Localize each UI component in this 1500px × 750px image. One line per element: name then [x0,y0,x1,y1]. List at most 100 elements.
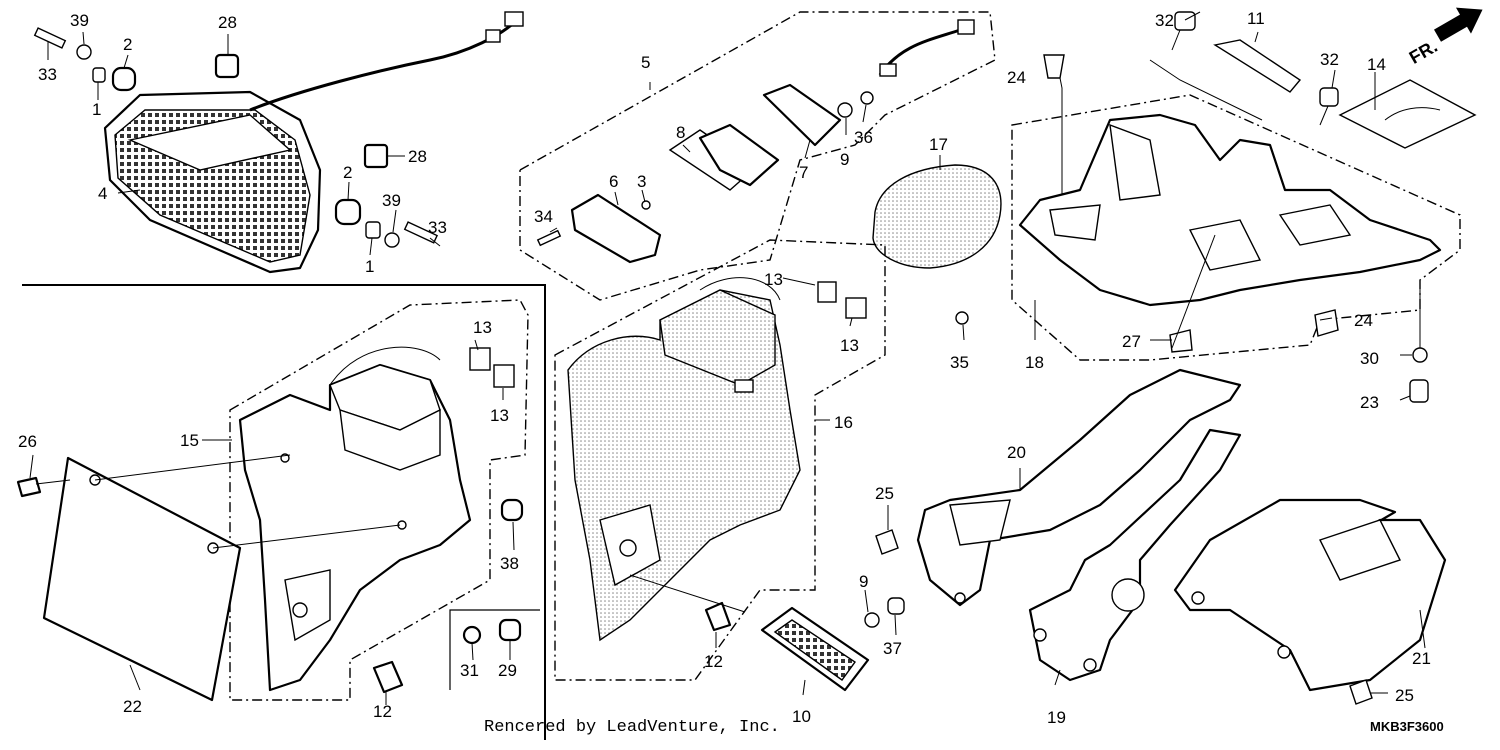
callout-3: 3 [637,172,646,191]
rear-fender-a [238,346,472,692]
callout-25-a: 25 [875,484,894,503]
front-label: FR. [1406,36,1441,68]
callout-10: 10 [792,707,811,726]
collar-12b [704,601,732,632]
callout-24-a: 24 [1007,68,1026,87]
taillight-hardware [33,27,439,248]
callout-38: 38 [500,554,519,573]
callout-2-a: 2 [123,35,132,54]
callout-19: 19 [1047,708,1066,727]
grommet-24b [1314,309,1339,337]
callout-24-b: 24 [1354,311,1373,330]
callout-32-a: 32 [1155,11,1174,30]
callout-15: 15 [180,431,199,450]
panel-border [22,284,546,740]
callout-9-b: 9 [859,572,868,591]
callout-1-b: 1 [365,257,374,276]
grommet-24a [1043,54,1065,79]
bolt-32b [1319,87,1339,107]
callout-34: 34 [534,207,553,226]
callout-36: 36 [854,128,873,147]
callout-22: 22 [123,697,142,716]
callout-27: 27 [1122,332,1141,351]
callout-6: 6 [609,172,618,191]
callout-12-a: 12 [373,702,392,721]
clip-13a [469,347,491,371]
bolt-23 [1409,379,1429,403]
callout-28-b: 28 [408,147,427,166]
callout-9-a: 9 [840,150,849,169]
callout-21: 21 [1412,649,1431,668]
nut-29 [498,618,522,642]
callout-28-a: 28 [218,13,237,32]
collar-12a [372,660,404,694]
callout-33-a: 33 [38,65,57,84]
callout-16: 16 [834,413,853,432]
callout-23: 23 [1360,393,1379,412]
callout-17: 17 [929,135,948,154]
callout-7: 7 [799,163,808,182]
callout-25-b: 25 [1395,686,1414,705]
callout-26: 26 [18,432,37,451]
callout-31: 31 [460,661,479,680]
callout-8: 8 [676,123,685,142]
clip-27 [1169,329,1193,353]
callout-13-d: 13 [840,336,859,355]
bracket-20 [916,368,1242,607]
callout-18: 18 [1025,353,1044,372]
fender-group-16-outline [554,239,886,681]
callout-37: 37 [883,639,902,658]
license-plate-bracket [42,456,242,702]
rear-fender-b [567,277,801,642]
callout-13-b: 13 [490,406,509,425]
callout-5: 5 [641,53,650,72]
rear-undercover [1018,113,1442,307]
taillight-assembly [103,11,524,274]
callout-32-b: 32 [1320,50,1339,69]
callout-13-a: 13 [473,318,492,337]
seat-cowl [872,164,1002,269]
leader-lines [29,11,1426,705]
rubber-band-11 [1213,39,1302,93]
bolt-32a-shank [1171,29,1181,51]
cover-21 [1173,498,1447,692]
fender-group-15-outline [229,299,529,701]
clip-13b [493,364,515,388]
callout-11: 11 [1247,9,1265,28]
nut-9b [864,612,880,628]
callout-labels: 39 33 1 2 28 4 28 2 39 33 1 5 8 6 3 34 7… [18,9,1431,727]
nut-38 [500,498,524,522]
label-14 [1338,79,1477,149]
callout-30: 30 [1360,349,1379,368]
callout-33-b: 33 [428,218,447,237]
callout-13-c: 13 [764,270,783,289]
nut-37 [887,597,905,615]
washer-30 [1412,347,1428,363]
callout-39-b: 39 [382,191,401,210]
diagram-code: MKB3F3600 [1370,719,1444,734]
callout-29: 29 [498,661,517,680]
callout-12-b: 12 [704,652,723,671]
bolt-25a [875,529,899,555]
callout-1-a: 1 [92,100,101,119]
callout-35: 35 [950,353,969,372]
washer-31 [462,625,482,645]
callout-20: 20 [1007,443,1026,462]
bolt-25b [1349,679,1373,705]
callout-4: 4 [98,184,107,203]
bolt-32a [1174,11,1196,31]
arrow-icon [1434,7,1483,42]
credit-text: Rencered by LeadVenture, Inc. [484,718,780,737]
cowl-screw [955,311,969,325]
callout-2-b: 2 [343,163,352,182]
clip-13c [817,281,837,303]
front-direction-indicator: FR. [1406,7,1483,68]
callout-14: 14 [1367,55,1386,74]
bolt-26 [16,476,42,498]
undercover-group-outline [1011,94,1461,361]
license-light-parts [536,19,975,264]
clip-13d [845,297,867,319]
bracket-19 [1028,428,1242,682]
callout-39-a: 39 [70,11,89,30]
